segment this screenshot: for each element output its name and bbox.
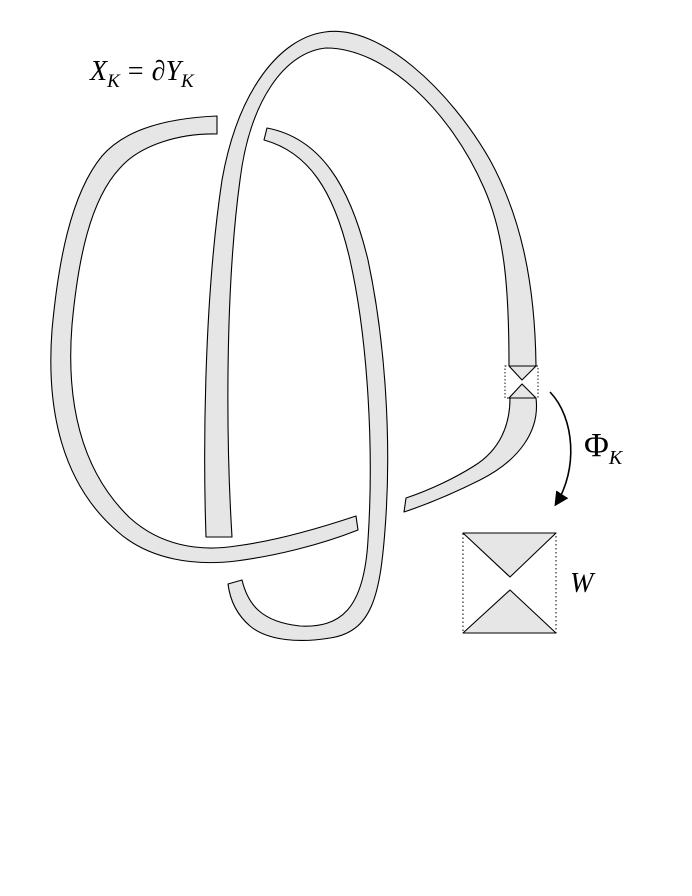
partial-symbol: ∂ [152, 56, 166, 87]
window-w-upper-triangle [462, 532, 557, 578]
map-label: ΦK [584, 427, 624, 469]
boundary-rhs-symbol: Y [165, 56, 184, 87]
map-symbol: Φ [584, 427, 609, 464]
junction-upper-triangle [508, 365, 537, 381]
window-label: W [570, 568, 596, 599]
inner-loop-band [227, 127, 389, 641]
junction-lower-triangle [508, 383, 537, 399]
boundary-rhs-subscript: K [180, 71, 195, 92]
boundary-label: XK=∂YK [89, 56, 195, 92]
map-subscript: K [608, 447, 624, 469]
boundary-lhs-subscript: K [106, 71, 121, 92]
boundary-lhs-symbol: X [89, 56, 108, 87]
equals-sign: = [128, 56, 144, 87]
right-hook-band [403, 397, 538, 513]
left-loop-band [50, 115, 359, 564]
svg-text:XK=∂YK: XK=∂YK [89, 56, 195, 92]
svg-text:ΦK: ΦK [584, 427, 624, 469]
map-arrow [549, 391, 572, 507]
window-w-frame [462, 532, 557, 634]
window-w-lower-triangle [462, 589, 557, 634]
